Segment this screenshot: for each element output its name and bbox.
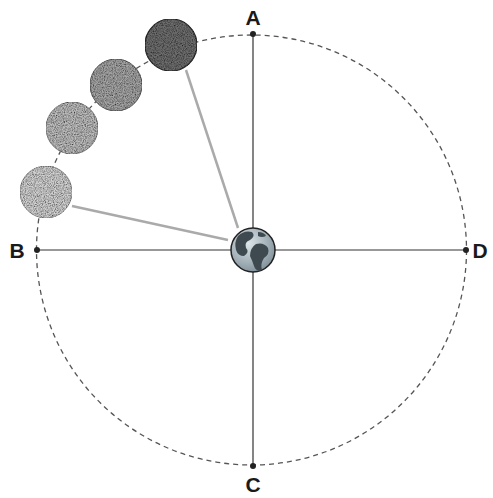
moon-phases <box>20 19 197 218</box>
earth-globe <box>231 228 275 272</box>
axis-label: C <box>245 474 260 495</box>
axis-dot <box>250 31 256 37</box>
axis-label: D <box>472 240 487 261</box>
axis-dot <box>34 247 40 253</box>
axis-label: B <box>9 240 24 261</box>
orbit-circle <box>37 35 467 465</box>
axis-dot <box>463 247 469 253</box>
axis-dot <box>250 463 256 469</box>
sight-line <box>72 206 228 240</box>
sight-line <box>186 70 238 228</box>
axis-label: A <box>245 7 260 28</box>
